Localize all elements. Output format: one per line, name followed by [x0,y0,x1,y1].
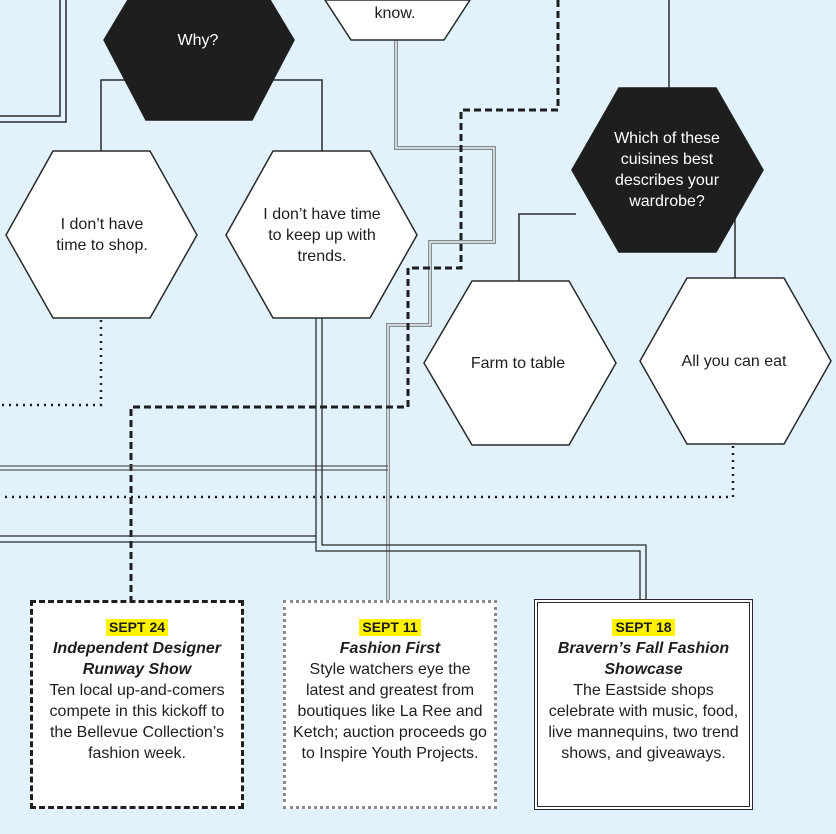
hex-why-label: Why? [177,31,219,49]
event-description: Ten local up-and-comers compete in this … [49,682,225,762]
hex-cuisine [571,87,764,253]
hex-know-label: know. [374,4,416,22]
event-date-badge: SEPT 24 [105,619,169,636]
connector-shop-dotted [0,320,103,407]
hex-no-time-shop [5,150,198,319]
hex-farm-to-table-label: Farm to table [470,354,566,372]
event-date-badge: SEPT 18 [612,619,675,636]
hex-why [103,0,295,121]
hex-no-time-shop-label: I don’t have time to shop. [56,216,148,254]
connector-eat-dotted [0,446,735,499]
event-date-badge: SEPT 11 [359,619,421,636]
event-description: Style watchers eye the latest and greate… [293,661,487,762]
hex-farm-to-table [423,280,617,446]
hex-know [324,0,471,41]
event-card-runway: SEPT 24 Independent Designer Runway Show… [30,600,244,809]
connector-know-grey-core [387,40,495,600]
connector-trends-double-a [315,318,641,600]
event-title: Independent Designer Runway Show [52,640,222,678]
hex-no-time-trends [225,150,418,319]
hex-cuisine-label: Which of these cuisines best describes y… [614,130,720,210]
connector-cuisine-answers [518,213,736,281]
connector-dashed [129,0,560,600]
connector-trends-double-b [321,318,647,600]
connector-top-left-double [0,0,61,117]
hex-all-you-can-eat-label: All you can eat [681,352,787,370]
event-title: Fashion First [339,640,441,657]
hex-no-time-trends-label: I don’t have time to keep up with trends… [263,205,381,265]
connector-top-left-double-inner [0,0,67,123]
event-card-bravern: SEPT 18 Bravern’s Fall Fashion Showcase … [534,599,753,810]
hex-all-you-can-eat [639,277,832,445]
event-card-fashion-first: SEPT 11 Fashion First Style watchers eye… [283,600,497,809]
event-description: The Eastside shops celebrate with music,… [548,682,739,762]
event-title: Bravern’s Fall Fashion Showcase [557,640,730,678]
